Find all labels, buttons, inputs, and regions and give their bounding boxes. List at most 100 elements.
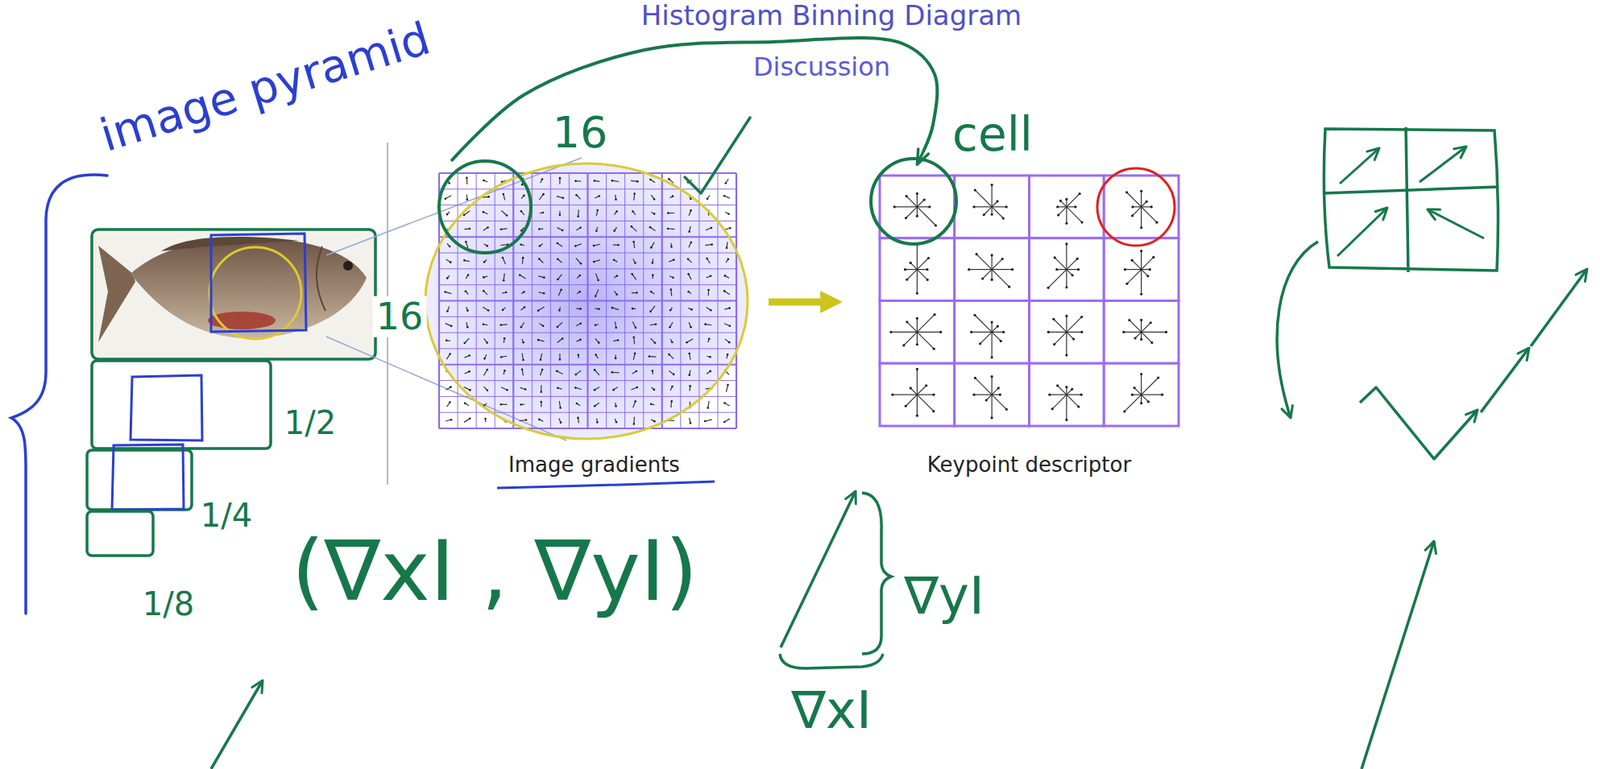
histogram-bin bbox=[916, 318, 918, 332]
gradient-tip bbox=[614, 327, 618, 330]
cell-sketch bbox=[1323, 128, 1498, 271]
gradient-tip bbox=[485, 341, 489, 345]
histogram-bin bbox=[1127, 269, 1142, 285]
gradient-tip bbox=[543, 292, 546, 295]
gradient-tip bbox=[486, 226, 490, 229]
histogram-bin bbox=[1131, 394, 1141, 396]
histogram-bin bbox=[1048, 269, 1067, 289]
bin-tip bbox=[909, 386, 912, 390]
gradient-tip bbox=[503, 369, 506, 373]
gradient-tip bbox=[687, 290, 690, 294]
gradient-tip bbox=[651, 273, 655, 277]
grid-line bbox=[439, 284, 737, 286]
grid-line bbox=[439, 236, 737, 238]
gradient-tip bbox=[446, 277, 449, 280]
gradient-arrow bbox=[708, 401, 709, 409]
histogram-bin bbox=[1124, 394, 1142, 412]
gradient-tip bbox=[726, 353, 730, 357]
histogram-bin bbox=[1066, 269, 1079, 270]
gradient-arrow bbox=[612, 372, 620, 374]
level-box bbox=[87, 511, 154, 556]
gradient-tip bbox=[617, 339, 620, 342]
gradient-tip bbox=[538, 257, 541, 261]
gradient-tip bbox=[706, 198, 709, 201]
gradient-tip bbox=[687, 273, 690, 276]
orientation-arrow bbox=[1427, 209, 1484, 239]
histogram-bin bbox=[916, 207, 936, 226]
gradient-tip bbox=[593, 389, 597, 392]
histogram-bin bbox=[974, 190, 992, 208]
gradient-tip bbox=[448, 352, 452, 356]
histogram-bin bbox=[991, 331, 1004, 333]
gradient-tip bbox=[449, 385, 452, 389]
gradient-tip bbox=[561, 337, 564, 340]
highlight-circle bbox=[439, 161, 531, 253]
gradient-tip bbox=[592, 261, 596, 264]
gradient-tip bbox=[708, 356, 712, 359]
panel-caption: Image gradients bbox=[422, 452, 766, 478]
bin-tip bbox=[997, 386, 1000, 390]
gradient-tip bbox=[690, 308, 693, 311]
gradient-arrow bbox=[501, 211, 507, 216]
gradient-tip bbox=[556, 257, 560, 261]
patch-square bbox=[111, 444, 184, 510]
descriptor-cell bbox=[1029, 301, 1105, 365]
bin-tip bbox=[1080, 393, 1083, 397]
histogram-bin bbox=[991, 207, 1004, 219]
gradient-tip bbox=[522, 290, 526, 294]
bin-tip bbox=[1047, 331, 1050, 334]
histogram-bin bbox=[904, 269, 917, 270]
bin-tip bbox=[1164, 331, 1168, 334]
bin-tip bbox=[996, 325, 999, 328]
bin-tip bbox=[1070, 273, 1074, 277]
gradient-tip bbox=[650, 246, 653, 249]
bin-tip bbox=[1065, 418, 1068, 422]
histogram-bin bbox=[916, 385, 926, 395]
bin-tip bbox=[1077, 406, 1080, 409]
gradient-tip bbox=[650, 290, 653, 294]
histogram-bin bbox=[991, 269, 993, 281]
histogram-bin bbox=[1049, 394, 1067, 396]
gradient-tip bbox=[634, 400, 637, 403]
histogram-bin bbox=[910, 262, 917, 270]
histogram-bin bbox=[1141, 207, 1157, 223]
gradient-tip bbox=[463, 259, 466, 262]
histogram-bin bbox=[916, 193, 918, 207]
gradient-tip bbox=[689, 326, 693, 329]
bin-tip bbox=[916, 215, 919, 218]
bin-tip bbox=[1080, 331, 1083, 334]
gradient-tip bbox=[543, 276, 546, 279]
gradient-tip bbox=[580, 262, 583, 266]
histogram-bin bbox=[991, 322, 993, 332]
histogram-bin bbox=[916, 315, 935, 333]
gradient-tip bbox=[555, 370, 559, 374]
histogram-bin bbox=[892, 394, 918, 396]
gradient-tip bbox=[444, 197, 448, 200]
histogram-bin bbox=[1066, 207, 1082, 223]
bin-tip bbox=[1053, 256, 1057, 259]
panel-caption: Keypoint descriptor bbox=[870, 452, 1189, 478]
gradient-tip bbox=[502, 279, 506, 282]
bin-tip bbox=[981, 277, 984, 281]
bin-tip bbox=[934, 223, 937, 227]
gradient-tip bbox=[574, 373, 577, 377]
gradient-tip bbox=[561, 229, 564, 233]
gradient-tip bbox=[538, 418, 541, 422]
formula: ∇xI bbox=[787, 682, 875, 739]
bin-tip bbox=[916, 292, 919, 295]
underline bbox=[497, 481, 715, 489]
gradient-tip bbox=[667, 353, 671, 357]
flow-arrow bbox=[768, 298, 821, 307]
bin-tip bbox=[998, 393, 1002, 397]
gradient-tip bbox=[467, 273, 470, 277]
cell-divider bbox=[1405, 127, 1409, 273]
histogram-bin bbox=[1141, 394, 1149, 403]
scale-label: 1/8 bbox=[139, 586, 198, 622]
gradient-tip bbox=[539, 401, 543, 404]
bin-tip bbox=[1002, 216, 1005, 220]
bin-tip bbox=[1048, 393, 1051, 397]
gradient-tip bbox=[576, 417, 580, 420]
bin-tip bbox=[995, 199, 999, 203]
gradient-tip bbox=[542, 193, 545, 196]
bin-tip bbox=[1132, 386, 1136, 390]
